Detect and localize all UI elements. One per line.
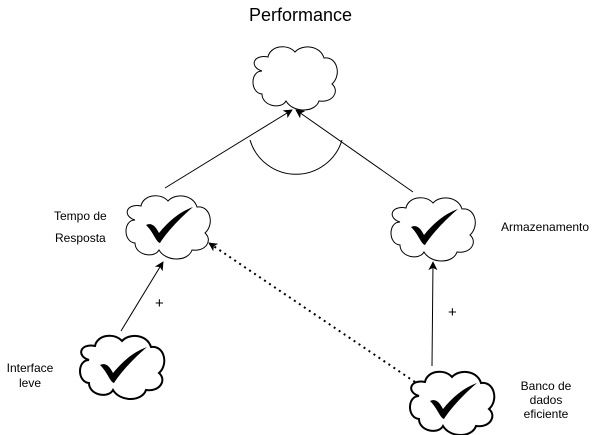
and-arc [249,139,343,175]
interface-label-line1: Interface [6,361,54,375]
contribution-plus-banco: + [448,304,457,321]
armazenamento-label: Armazenamento [501,220,590,234]
and-link-tempo [164,109,293,189]
softgoal-banco-de-dados[interactable] [409,370,496,435]
tempo-label-line2: Resposta [55,231,106,245]
contribution-link-interface-tempo [120,261,164,332]
banco-label-line2: dados [529,393,563,407]
interface-label-line2: leve [18,376,41,390]
dotted-link-banco-tempo [208,242,416,383]
and-link-armazenamento [295,109,414,193]
softgoal-top[interactable] [252,46,338,111]
contribution-plus-interface: + [155,295,164,312]
softgoal-interface-leve[interactable] [79,334,166,400]
banco-label-line1: Banco de [520,379,572,393]
diagram-title: Performance [248,5,353,25]
banco-label-line3: eficiente [523,407,569,421]
softgoal-tempo-de-resposta[interactable] [125,195,211,260]
softgoal-armazenamento[interactable] [390,197,476,262]
tempo-label-line1: Tempo de [54,209,107,223]
contribution-link-banco-armazenamento [428,261,438,367]
